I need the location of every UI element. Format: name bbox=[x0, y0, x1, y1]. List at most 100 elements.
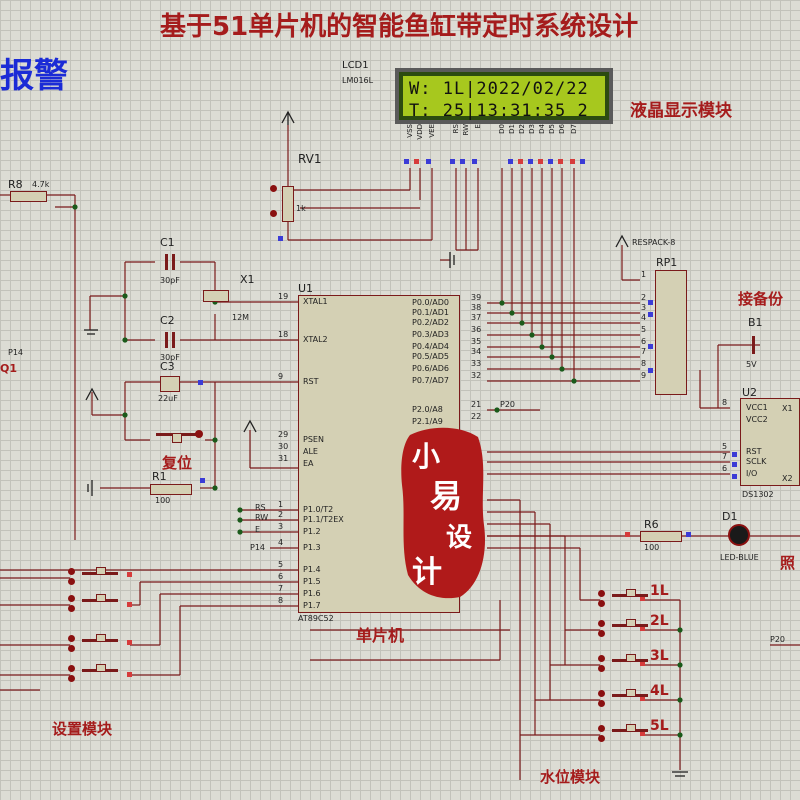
settings-switch-button[interactable] bbox=[68, 568, 75, 575]
water-level-switch[interactable] bbox=[600, 724, 660, 741]
mcu-pin-name: P0.5/AD5 bbox=[412, 352, 449, 361]
mcu-pin-number: 38 bbox=[471, 303, 482, 312]
rp1-ref: RP1 bbox=[656, 256, 678, 269]
c1-value: 30pF bbox=[160, 276, 180, 285]
r8-value: 4.7k bbox=[32, 180, 50, 189]
mcu-pin-number: 33 bbox=[471, 359, 482, 368]
u2-pin-name: X1 bbox=[782, 404, 793, 413]
water-level-switch[interactable] bbox=[600, 619, 660, 636]
u2-pin-number: 5 bbox=[722, 442, 728, 451]
water-level-switch-button[interactable] bbox=[598, 630, 605, 637]
lcd-model: LM016L bbox=[342, 76, 374, 85]
mcu-pin-number: 2 bbox=[278, 510, 284, 519]
settings-switch-button[interactable] bbox=[68, 675, 75, 682]
switch-cap bbox=[96, 594, 106, 602]
rv1-body bbox=[282, 186, 294, 222]
settings-switch-button[interactable] bbox=[68, 595, 75, 602]
water-level-label: 3L bbox=[650, 648, 669, 664]
lcd-pin-label: D4 bbox=[538, 124, 546, 134]
mcu-pin-number: 1 bbox=[278, 500, 284, 509]
light-label: 照 bbox=[780, 554, 796, 572]
water-level-switch-button[interactable] bbox=[598, 620, 605, 627]
mcu-pin-name: EA bbox=[303, 459, 314, 468]
mcu-model: AT89C52 bbox=[298, 614, 334, 623]
u2-pin-number: 7 bbox=[722, 452, 728, 461]
lcd-pin-label: D1 bbox=[508, 124, 516, 134]
rp1-pin-number: 4 bbox=[641, 313, 647, 322]
settings-label: 设置模块 bbox=[52, 720, 113, 738]
rp1-pin-number: 1 bbox=[641, 270, 647, 279]
u2-pin-name: I/O bbox=[746, 469, 758, 478]
x1-value: 12M bbox=[232, 313, 250, 322]
mcu-pin-number: 4 bbox=[278, 538, 284, 547]
mcu-pin-name: P1.4 bbox=[303, 565, 321, 574]
water-level-switch[interactable] bbox=[600, 689, 660, 706]
mcu-pin-number: 5 bbox=[278, 560, 284, 569]
switch-cap bbox=[96, 634, 106, 642]
rv1-down-button[interactable] bbox=[270, 210, 277, 217]
settings-switch-button[interactable] bbox=[68, 645, 75, 652]
lcd-pin-label: RW bbox=[462, 124, 470, 136]
water-level-switch[interactable] bbox=[600, 654, 660, 671]
water-level-switch-button[interactable] bbox=[598, 665, 605, 672]
water-level-switch-button[interactable] bbox=[598, 655, 605, 662]
water-level-switch-button[interactable] bbox=[598, 725, 605, 732]
watermark-char: 设 bbox=[446, 523, 473, 553]
mcu-pin-number: 31 bbox=[278, 454, 289, 463]
mcu-pin-number: 30 bbox=[278, 442, 289, 451]
rv1-up-button[interactable] bbox=[270, 185, 277, 192]
u2-pin-name: RST bbox=[746, 447, 762, 456]
lcd-display: W: 1L|2022/02/22 T: 25|13:31:35 2 bbox=[395, 68, 613, 124]
settings-switch-button[interactable] bbox=[68, 605, 75, 612]
settings-switch[interactable] bbox=[70, 664, 130, 681]
watermark-char: 易 bbox=[430, 477, 463, 515]
water-level-switch-button[interactable] bbox=[598, 735, 605, 742]
rp1-pin-number: 2 bbox=[641, 293, 647, 302]
lcd-pin-label: D7 bbox=[570, 124, 578, 134]
net-e: E bbox=[255, 525, 261, 534]
settings-switch-button[interactable] bbox=[68, 665, 75, 672]
settings-switch-button[interactable] bbox=[68, 635, 75, 642]
lcd-line-2: T: 25|13:31:35 2 bbox=[409, 101, 589, 121]
water-label: 水位模块 bbox=[540, 768, 601, 786]
d1-model: LED-BLUE bbox=[720, 553, 759, 562]
rp1-model: RESPACK-8 bbox=[632, 238, 676, 247]
mcu-pin-name: RST bbox=[303, 377, 319, 386]
water-level-switch-button[interactable] bbox=[598, 590, 605, 597]
rp1-pin-number: 9 bbox=[641, 371, 647, 380]
lcd-pin-label: VEE bbox=[428, 124, 436, 138]
mcu-pin-number: 32 bbox=[471, 371, 482, 380]
net-p20: P20 bbox=[500, 400, 516, 409]
mcu-pin-name: PSEN bbox=[303, 435, 324, 444]
water-level-label: 4L bbox=[650, 683, 669, 699]
mcu-pin-name: P0.1/AD1 bbox=[412, 308, 449, 317]
net-rw: RW bbox=[255, 513, 269, 522]
lcd-line-1: W: 1L|2022/02/22 bbox=[409, 79, 589, 99]
d1-ref: D1 bbox=[722, 510, 738, 523]
water-level-switch-button[interactable] bbox=[598, 700, 605, 707]
reset-button[interactable] bbox=[195, 430, 203, 438]
water-level-switch[interactable] bbox=[600, 589, 660, 606]
water-level-switch-button[interactable] bbox=[598, 690, 605, 697]
settings-switch-button[interactable] bbox=[68, 578, 75, 585]
u2-chip bbox=[740, 398, 800, 486]
lcd-pin-label: D2 bbox=[518, 124, 526, 134]
reset-switch[interactable] bbox=[150, 433, 205, 445]
mcu-pin-name: P2.1/A9 bbox=[412, 417, 443, 426]
switch-cap bbox=[626, 589, 636, 597]
settings-switch[interactable] bbox=[70, 594, 130, 611]
c3-body bbox=[160, 376, 180, 392]
mcu-pin-name: P1.6 bbox=[303, 589, 321, 598]
settings-switch[interactable] bbox=[70, 567, 130, 584]
switch-cap bbox=[626, 654, 636, 662]
c2-value: 30pF bbox=[160, 353, 180, 362]
x1-body bbox=[203, 290, 229, 302]
x1-ref: X1 bbox=[240, 273, 255, 286]
lcd-pin-label: RS bbox=[452, 124, 460, 134]
water-level-switch-button[interactable] bbox=[598, 600, 605, 607]
watermark-stamp: 小 易 设 计 bbox=[400, 425, 488, 600]
settings-switch[interactable] bbox=[70, 634, 130, 651]
u2-pin-number: 8 bbox=[722, 398, 728, 407]
mcu-pin-name: P1.1/T2EX bbox=[303, 515, 344, 524]
